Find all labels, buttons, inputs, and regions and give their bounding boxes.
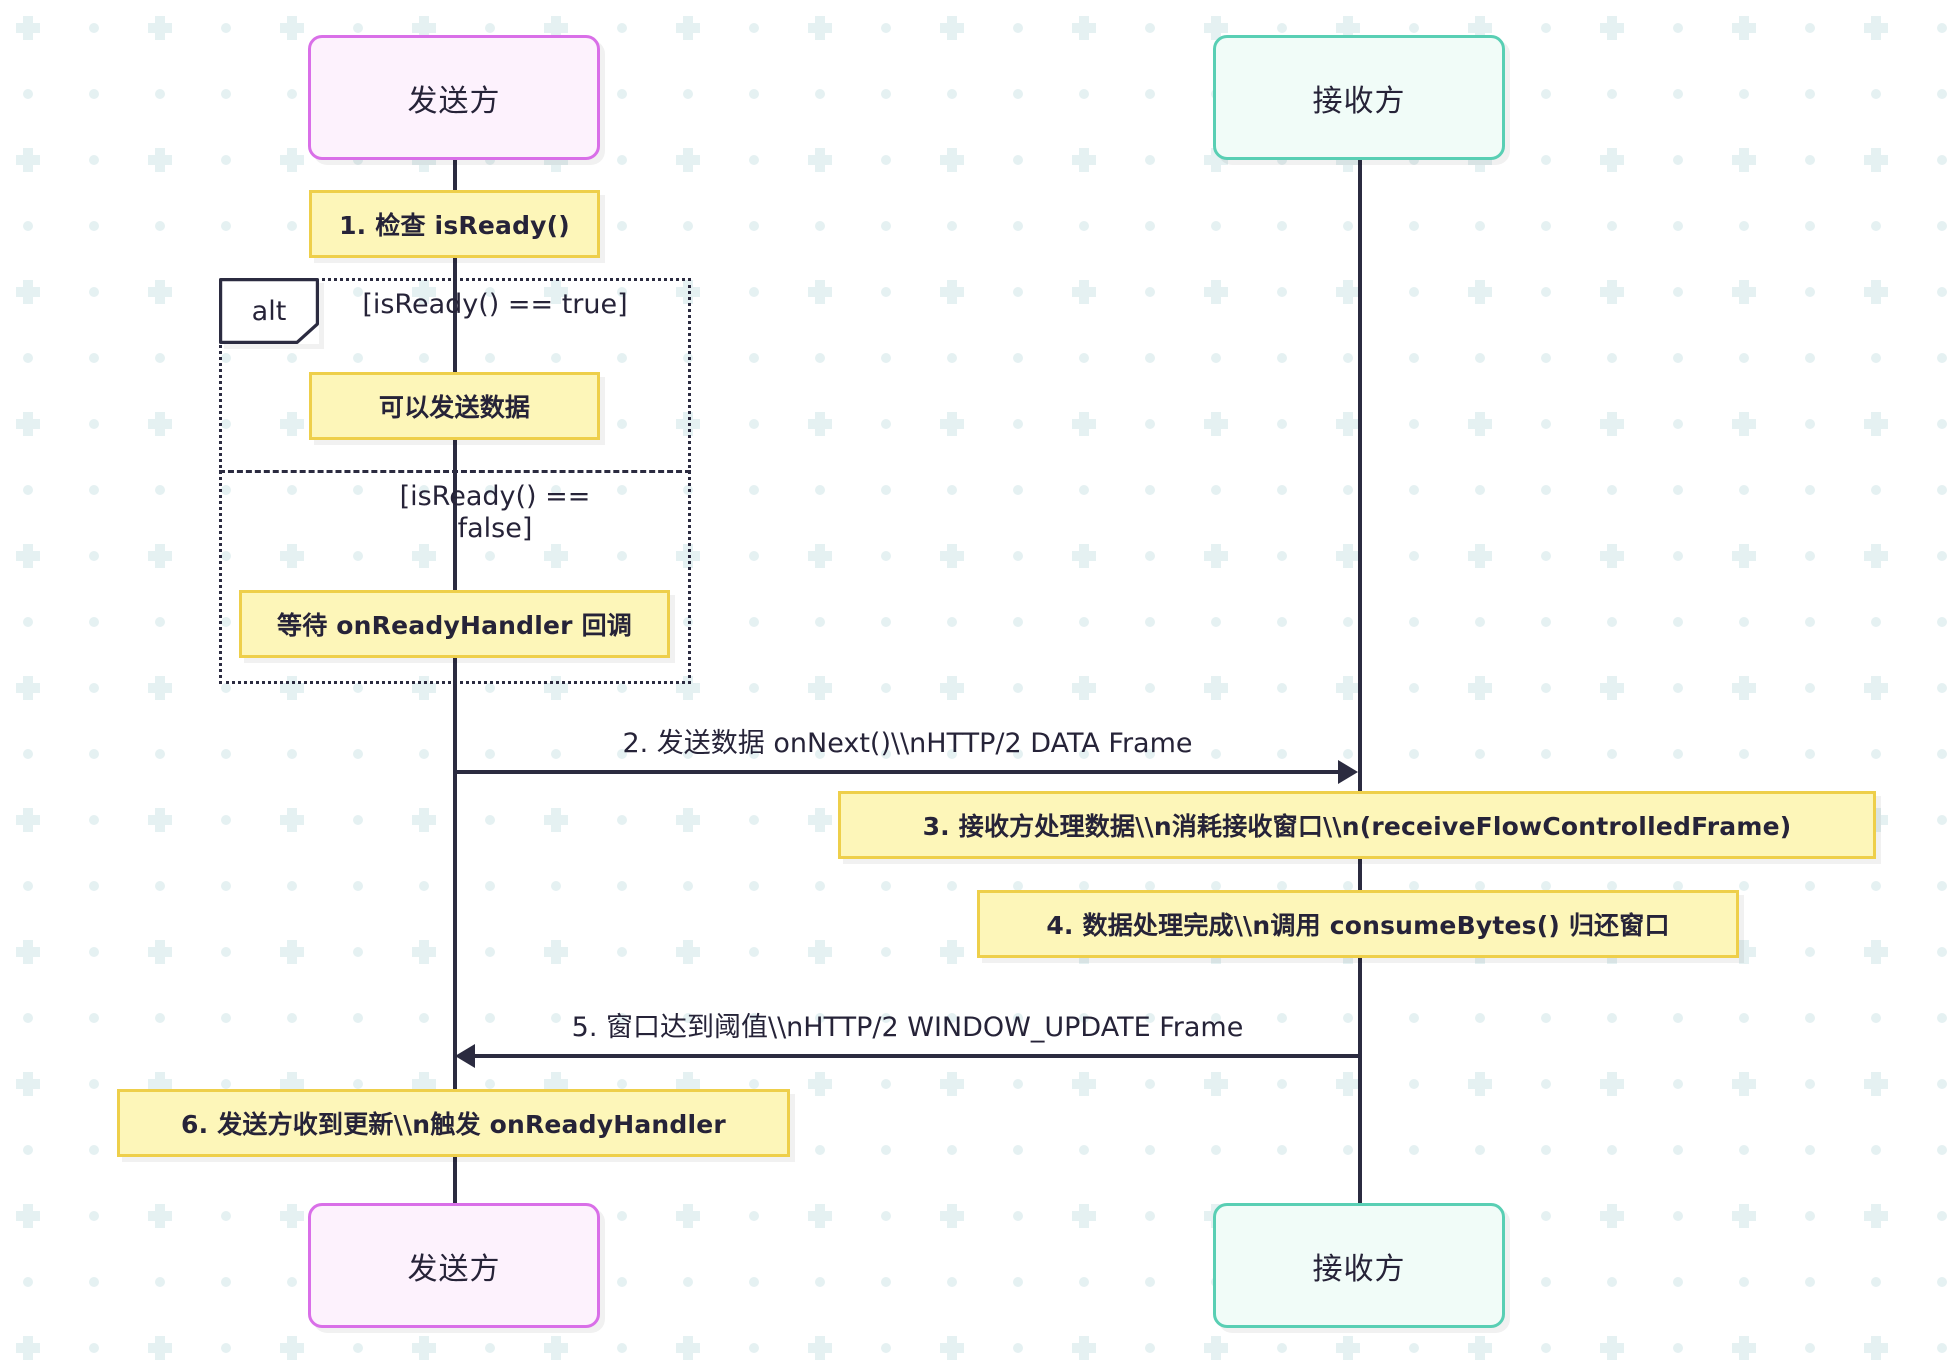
note-can-send-data: 可以发送数据	[309, 372, 600, 440]
note-sender-received-update: 6. 发送方收到更新\\n触发 onReadyHandler	[117, 1089, 790, 1157]
participant-receiver-bottom-label: 接收方	[1312, 1251, 1406, 1287]
message-2-label-text: 2. 发送数据 onNext()\\nHTTP/2 DATA Frame	[622, 728, 1193, 759]
message-5-arrowhead	[455, 1044, 475, 1068]
note-sender-received-update-text: 6. 发送方收到更新\\n触发 onReadyHandler	[181, 1110, 726, 1139]
note-wait-onreadyhandler: 等待 onReadyHandler 回调	[239, 590, 670, 658]
message-2-arrowhead	[1338, 760, 1358, 784]
alt-condition-true: [isReady() == true]	[300, 289, 690, 321]
note-can-send-data-text: 可以发送数据	[378, 393, 531, 422]
note-wait-onreadyhandler-text: 等待 onReadyHandler 回调	[277, 611, 632, 640]
alt-block-divider	[219, 470, 691, 473]
note-check-isready: 1. 检查 isReady()	[309, 190, 600, 258]
alt-condition-true-text: [isReady() == true]	[362, 289, 628, 320]
note-check-isready-text: 1. 检查 isReady()	[339, 211, 570, 240]
participant-sender-top-label: 发送方	[407, 83, 501, 119]
participant-receiver-top[interactable]: 接收方	[1213, 35, 1505, 160]
participant-sender-top[interactable]: 发送方	[308, 35, 600, 160]
participant-sender-bottom-label: 发送方	[407, 1251, 501, 1287]
message-5-label: 5. 窗口达到阈值\\nHTTP/2 WINDOW_UPDATE Frame	[455, 1005, 1360, 1044]
note-receiver-processing-text: 3. 接收方处理数据\\n消耗接收窗口\\n(receiveFlowContro…	[922, 812, 1792, 841]
alt-condition-false-line1: [isReady() ==	[399, 481, 591, 512]
participant-receiver-bottom[interactable]: 接收方	[1213, 1203, 1505, 1328]
participant-sender-bottom[interactable]: 发送方	[308, 1203, 600, 1328]
alt-block-tag-label: alt	[251, 295, 287, 327]
participant-receiver-top-label: 接收方	[1312, 83, 1406, 119]
alt-condition-false-line2: false]	[457, 512, 533, 544]
message-5-label-text: 5. 窗口达到阈值\\nHTTP/2 WINDOW_UPDATE Frame	[571, 1012, 1244, 1043]
note-receiver-processing: 3. 接收方处理数据\\n消耗接收窗口\\n(receiveFlowContro…	[838, 791, 1876, 859]
message-2-label: 2. 发送数据 onNext()\\nHTTP/2 DATA Frame	[455, 721, 1360, 760]
note-consume-bytes-text: 4. 数据处理完成\\n调用 consumeBytes() 归还窗口	[1046, 911, 1670, 940]
message-2-line	[455, 770, 1340, 774]
message-5-line	[475, 1054, 1360, 1058]
alt-condition-false: [isReady() == false]	[300, 481, 690, 545]
note-consume-bytes: 4. 数据处理完成\\n调用 consumeBytes() 归还窗口	[977, 890, 1739, 958]
